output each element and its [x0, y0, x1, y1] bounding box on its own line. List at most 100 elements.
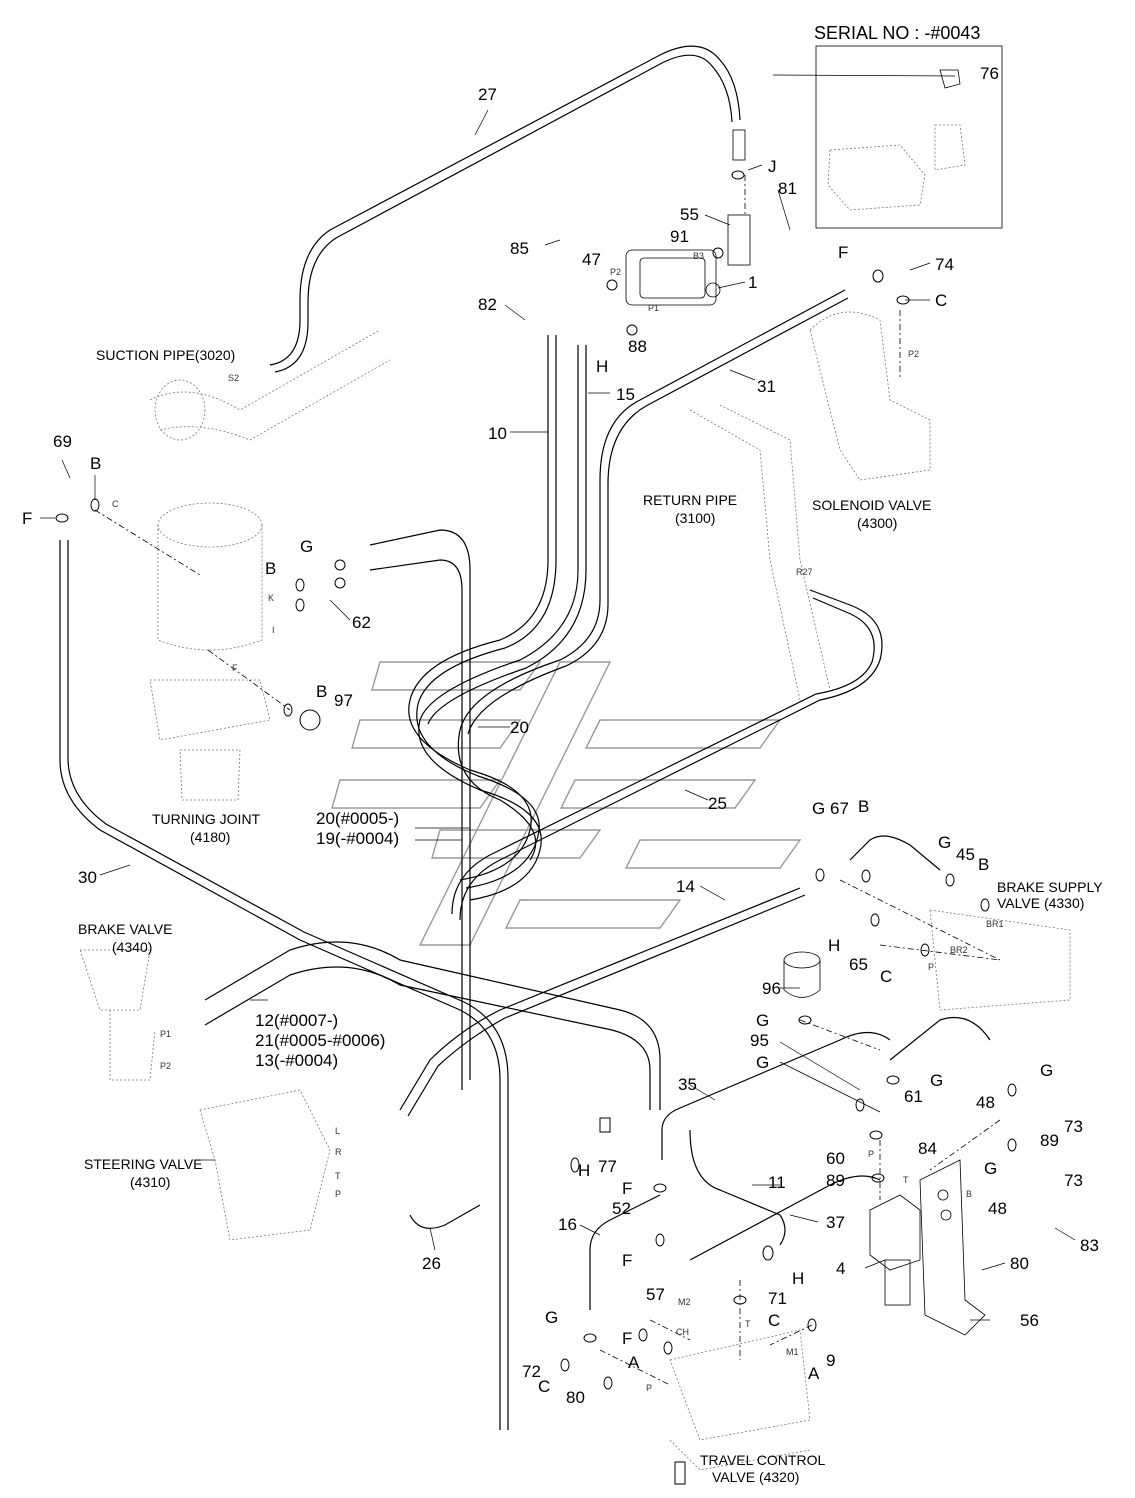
hose-14 [399, 887, 801, 1111]
return-pipe-sketch [689, 404, 831, 701]
callout: C [935, 291, 948, 310]
callout: 73 [1064, 1117, 1083, 1136]
callout: 74 [935, 255, 954, 274]
port-mark: P1 [160, 1029, 172, 1039]
callout: 89 [1040, 1131, 1059, 1150]
callout: 56 [1020, 1311, 1039, 1330]
caption-travel-control-valve: TRAVEL CONTROL [700, 1452, 826, 1468]
port-mark: M2 [678, 1297, 691, 1307]
hose-25 [459, 589, 883, 921]
callout: 96 [762, 979, 781, 998]
port-mark: I [272, 625, 275, 635]
port-mark: F [232, 663, 238, 673]
callout: 72 [522, 1362, 541, 1381]
callout: F [22, 509, 33, 528]
caption-brake-valve-code: (4340) [112, 939, 153, 955]
solenoid-valve-sketch [809, 311, 931, 481]
callout: 25 [708, 794, 727, 813]
caption-return-pipe-code: (3100) [675, 510, 716, 526]
callout: 83 [1080, 1236, 1099, 1255]
callout: 65 [849, 955, 868, 974]
callout: H [596, 357, 609, 376]
port-mark: P [646, 1383, 653, 1393]
callout: 85 [510, 239, 529, 258]
callout: G [545, 1308, 559, 1327]
callout: 97 [334, 691, 353, 710]
gear-pump [625, 129, 751, 306]
callout: 31 [757, 377, 776, 396]
hose-12b [204, 966, 651, 1110]
hose-30b [67, 540, 509, 1430]
suction-pipe-sketch [149, 329, 391, 441]
callout: A [628, 1353, 640, 1372]
callout: 48 [988, 1199, 1007, 1218]
hose-25b [451, 597, 875, 915]
hose-67-run [849, 835, 941, 871]
callout: 27 [478, 85, 497, 104]
callout: 62 [352, 613, 371, 632]
callout: A [808, 1364, 820, 1383]
port-mark: B3 [693, 251, 705, 261]
port-mark: BR2 [950, 945, 968, 955]
travel-control-valve-sketch [669, 1329, 811, 1471]
callout: 45 [956, 845, 975, 864]
hose-11 [689, 1175, 881, 1261]
port-mark: P2 [160, 1061, 172, 1071]
caption-brake-valve: BRAKE VALVE [78, 921, 173, 937]
caption-travel-control-valve-code: VALVE (4320) [712, 1469, 800, 1485]
callout: 69 [53, 432, 72, 451]
callout: 82 [478, 295, 497, 314]
port-mark: L [335, 1126, 341, 1136]
hose-35 [661, 1031, 891, 1160]
caption-turning-joint: TURNING JOINT [152, 811, 261, 827]
port-mark: M1 [786, 1347, 799, 1357]
center-lines [94, 175, 1001, 1386]
port-mark: BR1 [986, 919, 1004, 929]
leader-lines [40, 74, 1076, 1321]
callout: 16 [558, 1215, 577, 1234]
callout: J [768, 157, 777, 176]
callout: G [756, 1053, 770, 1072]
hose-15 [419, 345, 579, 721]
callout: 48 [976, 1093, 995, 1112]
hose-10 [409, 335, 549, 701]
hose-48-run [889, 1016, 991, 1061]
callout: 61 [904, 1087, 923, 1106]
callout: F [622, 1329, 633, 1348]
caption-solenoid-valve: SOLENOID VALVE [812, 497, 932, 513]
callout: 89 [826, 1171, 845, 1190]
callout: C [768, 1311, 781, 1330]
hose-15b [427, 345, 587, 725]
callout: H [792, 1269, 805, 1288]
serial-inset-box [815, 45, 1003, 229]
caption-solenoid-valve-code: (4300) [857, 515, 898, 531]
callout: F [622, 1179, 633, 1198]
callout: 91 [670, 227, 689, 246]
callout: 4 [836, 1259, 846, 1278]
callout: 1 [748, 273, 758, 292]
port-mark: P [928, 962, 935, 972]
callout: F [622, 1251, 633, 1270]
callout: B [858, 797, 870, 816]
hose-27-inner [274, 54, 733, 373]
inset-pump-sketch [827, 69, 966, 211]
callout: 52 [612, 1199, 631, 1218]
hose-30 [59, 540, 501, 1430]
callout: 81 [778, 179, 797, 198]
callout: 67 [830, 799, 849, 818]
callout: 20 [510, 718, 529, 737]
callout: 47 [582, 250, 601, 269]
callout: G [756, 1011, 770, 1030]
label-variant-21: 21(#0005-#0006) [255, 1031, 386, 1050]
bracket-56 [919, 1159, 986, 1336]
callout: B [978, 855, 990, 874]
port-mark: P2 [908, 349, 920, 359]
hose-10b [417, 335, 557, 705]
port-mark: T [335, 1171, 341, 1181]
caption-brake-supply-valve-code: VALVE (4330) [997, 895, 1085, 911]
port-mark: CH [676, 1327, 689, 1337]
callout: H [828, 936, 841, 955]
caption-brake-supply-valve: BRAKE SUPPLY [997, 879, 1103, 895]
label-variant-12: 12(#0007-) [255, 1011, 339, 1030]
callout: 9 [826, 1351, 836, 1370]
